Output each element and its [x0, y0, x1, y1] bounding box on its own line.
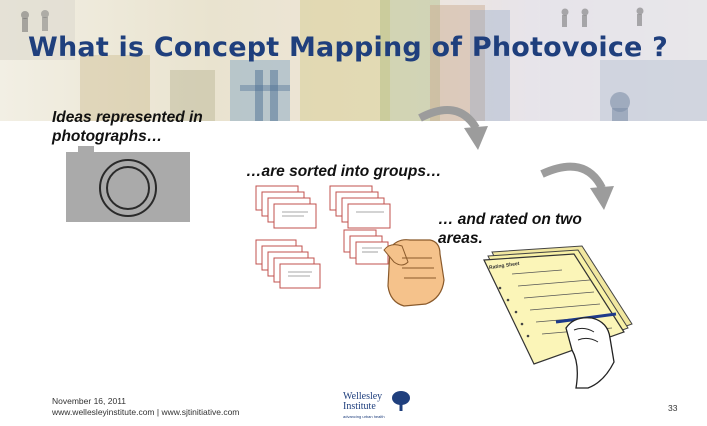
slide-number: 33: [668, 403, 678, 413]
writing-hand-icon: [555, 312, 617, 389]
logo-tagline: advancing urban health: [343, 414, 385, 419]
footer-date: November 16, 2011: [52, 396, 127, 406]
logo-wordmark: Wellesley Institute: [343, 392, 382, 412]
curved-arrow-icon: [418, 106, 488, 150]
camera-icon: [66, 146, 190, 222]
card-group-2: [329, 185, 391, 229]
caption-rated: … and rated on two areas.: [438, 210, 582, 248]
caption-sorted: …are sorted into groups…: [246, 163, 442, 180]
curved-arrow-icon-2: [540, 162, 614, 210]
slide-title: What is Concept Mapping of Photovoice ?: [28, 32, 669, 63]
sorted-card-groups: [255, 185, 391, 289]
footer-links[interactable]: www.wellesleyinstitute.com | www.sjtinit…: [52, 407, 240, 417]
card-group-3: [255, 239, 321, 289]
logo-line1: Wellesley: [343, 391, 383, 402]
logo-line2: Institute: [343, 401, 376, 412]
caption-ideas: Ideas represented in photographs…: [52, 108, 203, 146]
banner-collage: [0, 0, 707, 122]
hand-icon: [383, 239, 445, 307]
caption-ideas-line2: photographs…: [52, 128, 163, 145]
header-banner: What is Concept Mapping of Photovoice ?: [0, 0, 707, 122]
card-group-4: [343, 229, 389, 265]
caption-ideas-line1: Ideas represented in: [52, 109, 203, 126]
tree-icon: [392, 391, 410, 411]
wellesley-logo: Wellesley Institute advancing urban heal…: [343, 390, 413, 422]
caption-rated-line2: areas.: [438, 230, 483, 247]
card-group-1: [255, 185, 317, 229]
caption-rated-line1: … and rated on two: [438, 211, 582, 228]
